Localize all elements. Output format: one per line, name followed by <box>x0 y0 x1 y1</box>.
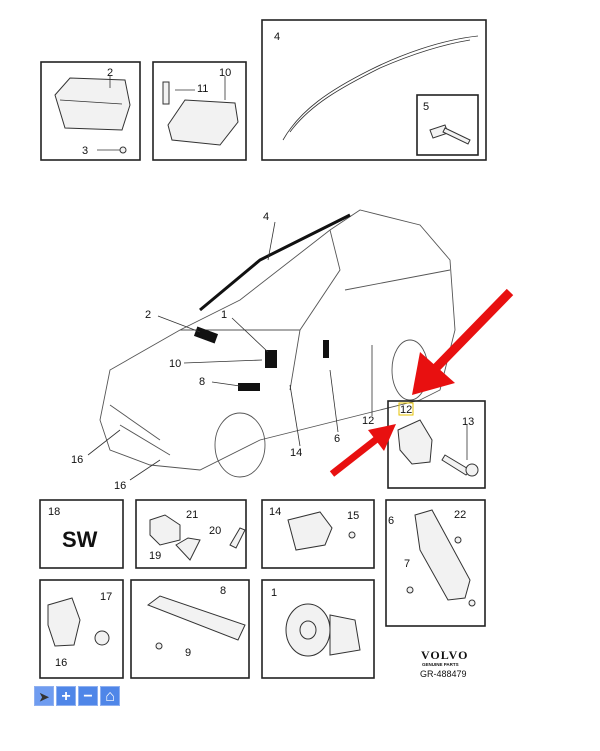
highlight-arrows <box>329 288 514 477</box>
callout-17: 17 <box>100 591 112 603</box>
box-airbag-strip[interactable]: 8 9 <box>130 579 250 679</box>
reference-number: GR-488479 <box>420 669 467 679</box>
callout-22: 22 <box>454 509 466 521</box>
volvo-logo: VOLVO <box>421 648 468 662</box>
callout-8: 8 <box>220 585 226 597</box>
callout-12: 12 <box>362 415 374 427</box>
box-bracket-clips[interactable]: 21 20 19 <box>135 499 247 569</box>
callout-13: 13 <box>462 416 474 428</box>
callout-2: 2 <box>107 67 113 79</box>
callout-9: 9 <box>185 647 191 659</box>
callout-18: 18 <box>48 506 60 518</box>
genuine-parts: GENUINE PARTS <box>422 662 459 667</box>
callout-14: 14 <box>269 506 281 518</box>
volvo-brand-block: VOLVO GENUINE PARTS GR-488479 <box>420 648 468 679</box>
home-icon[interactable]: ⌂ <box>100 686 120 706</box>
callout-5: 5 <box>423 101 429 113</box>
box-sensor-14[interactable]: 14 15 <box>261 499 375 569</box>
callout-11: 11 <box>197 83 208 95</box>
callout-10: 10 <box>219 67 231 79</box>
box-crash-sensor[interactable]: 17 16 <box>39 579 124 679</box>
zoom-out-icon[interactable]: − <box>78 686 98 706</box>
callout-21: 21 <box>186 509 198 521</box>
callout-1: 1 <box>271 587 277 599</box>
vehicle-illustration: 4 2 1 10 8 12 6 14 16 16 <box>71 209 456 492</box>
viewer-toolbar: ➤ + − ⌂ <box>34 686 120 706</box>
box-passenger-airbag[interactable]: 2 3 <box>40 61 141 161</box>
callout-6: 6 <box>334 433 340 445</box>
callout-8: 8 <box>199 376 205 388</box>
callout-19: 19 <box>149 550 161 562</box>
box-steering-airbag[interactable]: 1 <box>261 579 375 679</box>
box-impact-sensor[interactable]: 12 13 <box>387 400 486 489</box>
callout-12: 12 <box>400 404 412 416</box>
box-control-module[interactable]: 10 11 <box>152 61 247 161</box>
callout-7: 7 <box>404 558 410 570</box>
box-curtain-airbag[interactable]: 4 5 <box>261 19 487 161</box>
callout-20: 20 <box>209 525 221 537</box>
callout-6: 6 <box>388 515 394 527</box>
zoom-in-icon[interactable]: + <box>56 686 76 706</box>
callout-16: 16 <box>55 657 67 669</box>
box-knee-airbag[interactable]: 6 22 7 <box>385 499 486 627</box>
callout-4: 4 <box>274 31 280 43</box>
callout-14: 14 <box>290 447 302 459</box>
callout-2: 2 <box>145 309 151 321</box>
callout-3: 3 <box>82 145 88 157</box>
callout-16: 16 <box>114 480 126 492</box>
callout-1: 1 <box>221 309 227 321</box>
callout-15: 15 <box>347 510 359 522</box>
callout-16: 16 <box>71 454 83 466</box>
pointer-icon[interactable]: ➤ <box>34 686 54 706</box>
box-software[interactable]: 18 SW <box>39 499 124 569</box>
callout-10: 10 <box>169 358 181 370</box>
sw-label: SW <box>62 527 98 552</box>
callout-4: 4 <box>263 211 269 223</box>
